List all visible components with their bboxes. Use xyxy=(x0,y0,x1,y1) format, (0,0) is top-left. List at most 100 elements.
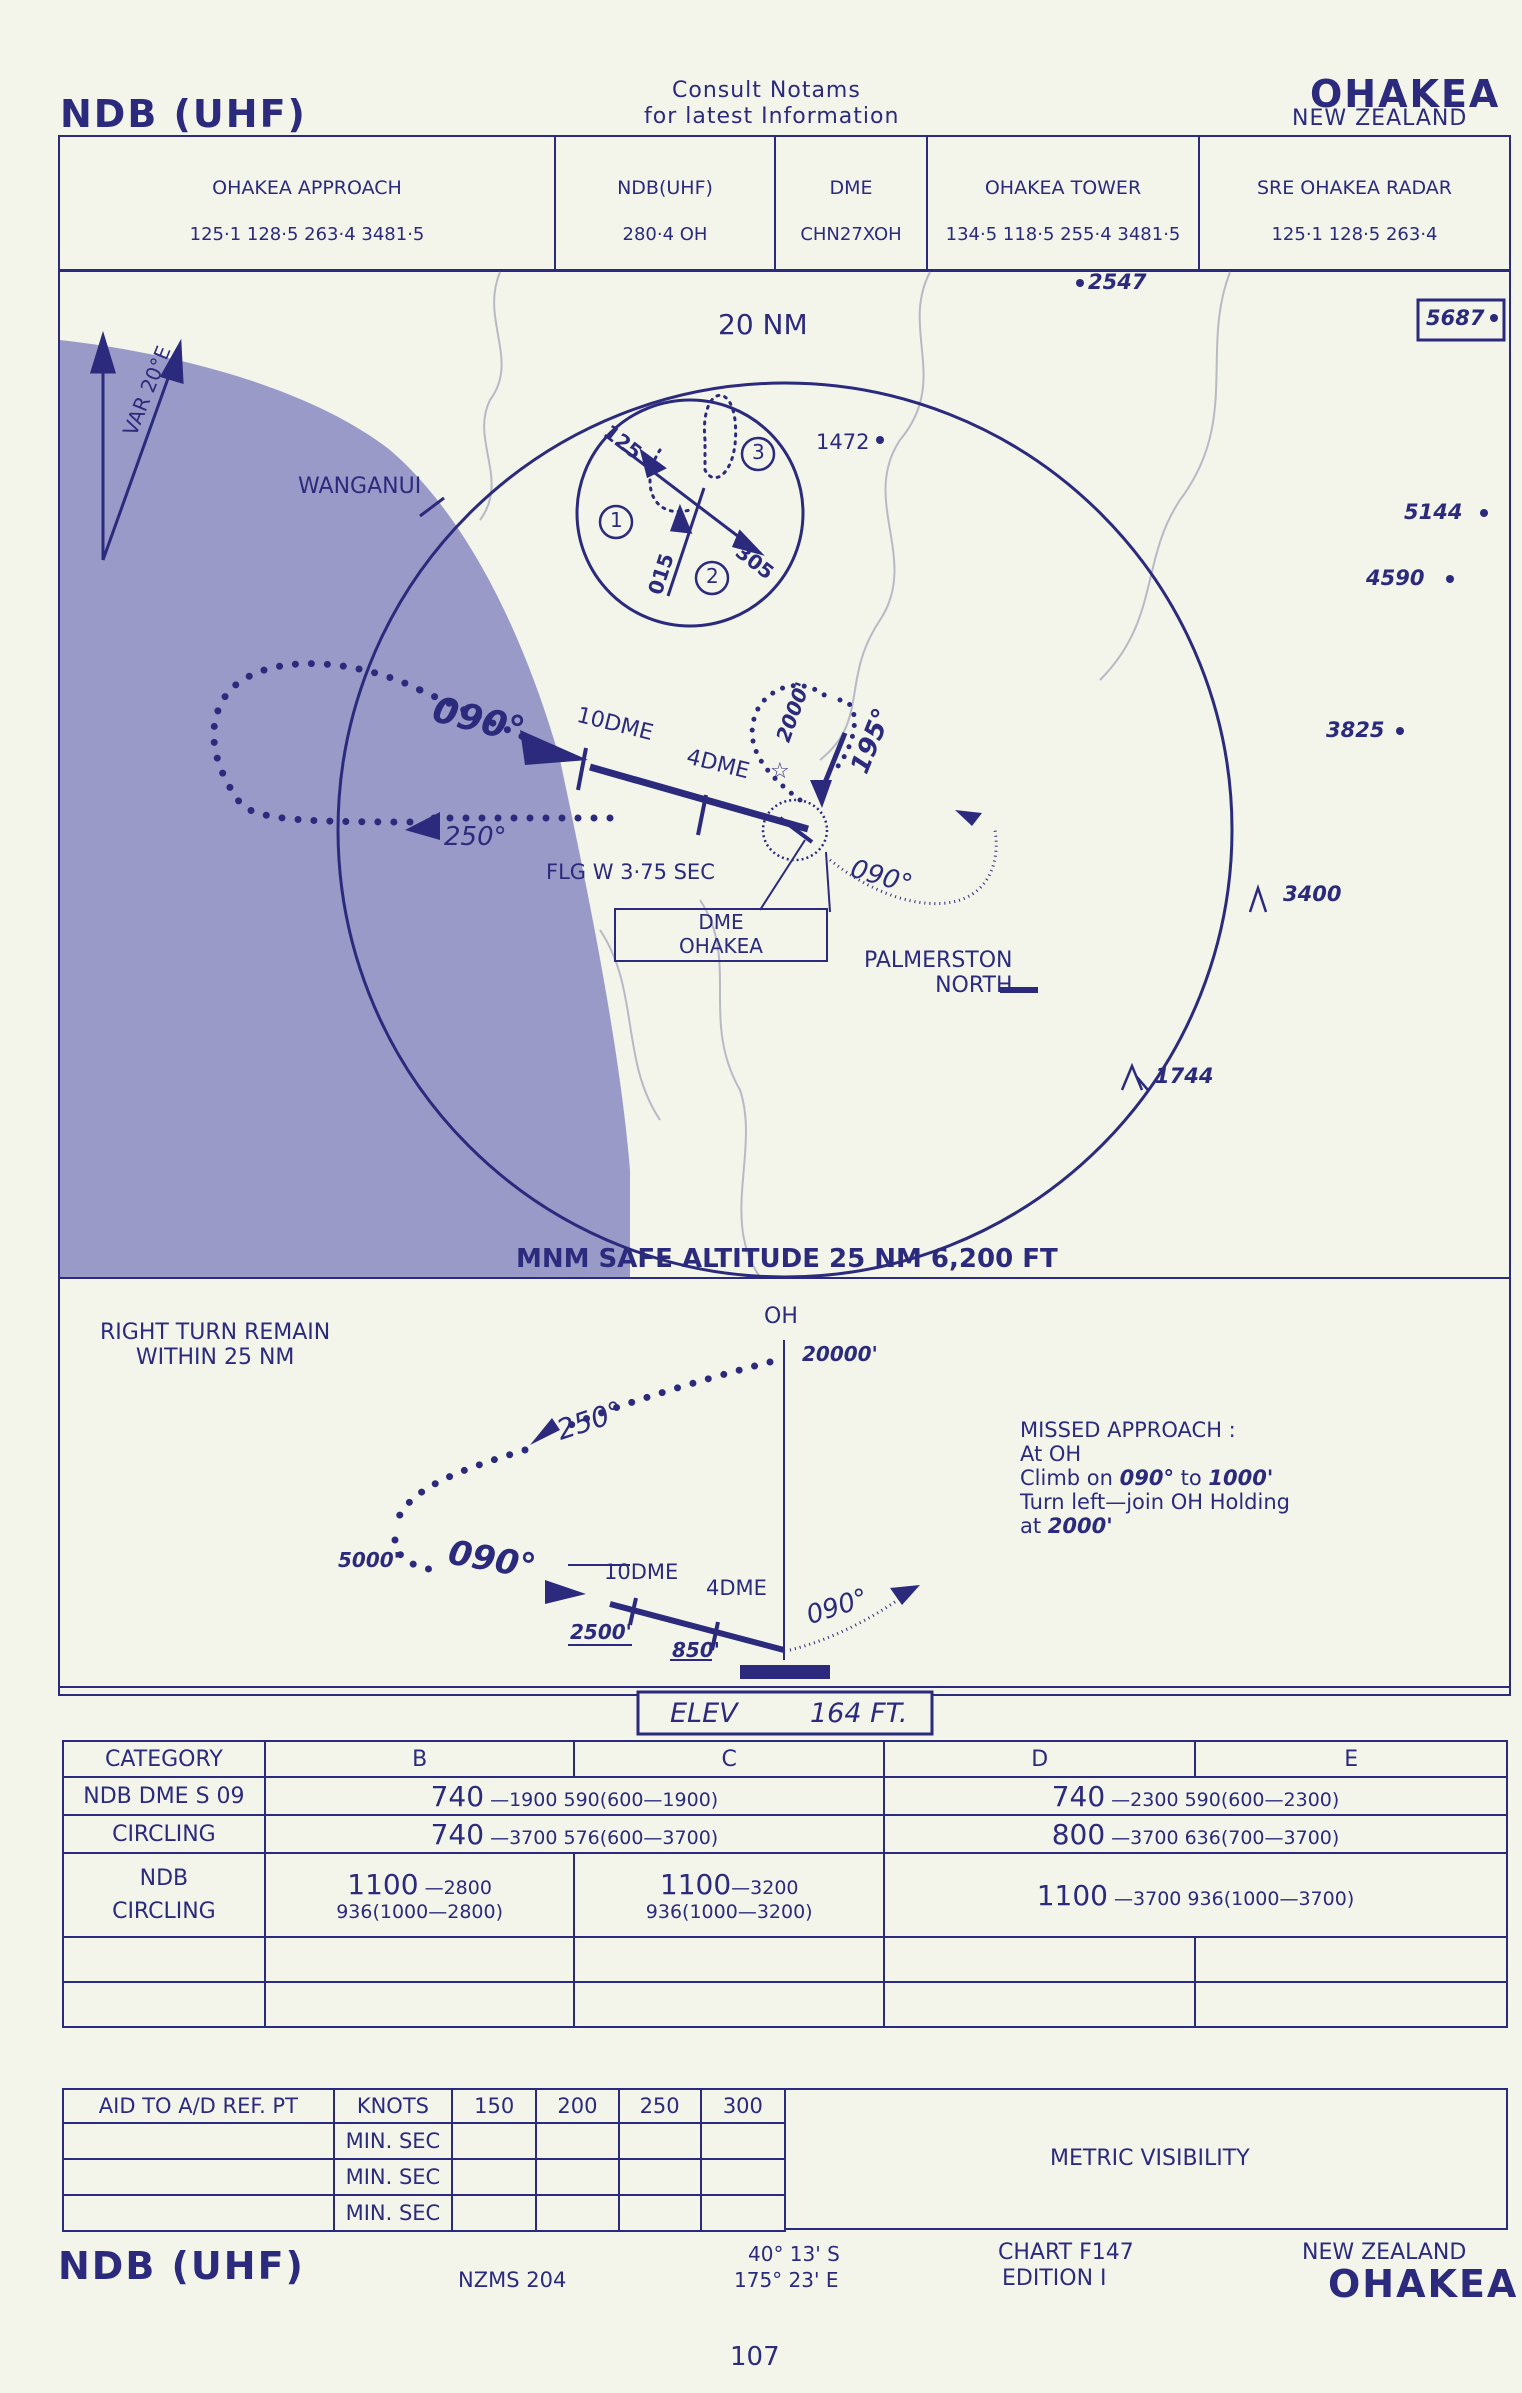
spot-5687: 5687 xyxy=(1426,306,1485,330)
holding-inset-tracks xyxy=(621,446,765,597)
obstacle-3400-icon xyxy=(1248,884,1268,913)
min-sec-2: MIN. SEC xyxy=(332,2158,454,2196)
profile-inbound-arrow xyxy=(545,1580,586,1604)
hold-entry-2 xyxy=(694,560,730,596)
metric-visibility-label: METRIC VISIBILITY xyxy=(1050,2146,1250,2171)
header-category: CATEGORY xyxy=(62,1740,266,1778)
row3-c-line2: 936(1000—3200) xyxy=(645,1900,813,1923)
highest-spot-box xyxy=(1416,298,1506,342)
ma-line2-a: Climb on xyxy=(1020,1466,1120,1490)
magnetic-variation-arrows xyxy=(89,330,184,561)
profile-turn-dots xyxy=(391,1446,529,1534)
row2-bc-small: —3700 576(600—3700) xyxy=(484,1826,719,1849)
elevation-value: 164 FT. xyxy=(810,1698,908,1729)
spot-height-4590-dot xyxy=(1446,575,1454,583)
row3-label1: NDB xyxy=(139,1866,189,1891)
ma-line4: at 2000' xyxy=(1020,1514,1290,1538)
speed-150: 150 xyxy=(451,2088,538,2124)
profile-dme4-tick xyxy=(710,1621,720,1651)
page-number: 107 xyxy=(730,2342,780,2372)
hold-entry-3 xyxy=(740,436,776,472)
sea-area xyxy=(60,340,630,1277)
header-c: C xyxy=(573,1740,885,1778)
outbound-course-label: 250° xyxy=(444,822,507,852)
dme-ohakea-box: DME OHAKEA xyxy=(614,908,828,962)
minima-row-ndb-dme: NDB DME S 09 740 —1900 590(600—1900) 740… xyxy=(62,1776,1509,1816)
freq-ndb-values: 280·4 OH xyxy=(622,224,708,245)
profile-dme4: 4DME xyxy=(706,1576,767,1600)
ndb-star-icon: ☆ xyxy=(770,759,790,784)
spot-2547: 2547 xyxy=(1088,270,1147,294)
footer-title-left: NDB (UHF) xyxy=(58,2244,305,2288)
freq-dme-values: CHN27XOH xyxy=(800,224,902,245)
dme-box-line2: OHAKEA xyxy=(679,934,763,958)
missed-approach-track xyxy=(829,829,998,906)
hold-entry-1 xyxy=(598,504,634,540)
profile-final-segment xyxy=(609,1601,785,1653)
oh-holding-track xyxy=(749,683,857,803)
ma-line2-d: 1000' xyxy=(1208,1466,1274,1490)
outbound-arrow xyxy=(405,812,440,840)
consult-notams-line2: for latest Information xyxy=(644,104,900,129)
spot-3825: 3825 xyxy=(1326,718,1385,742)
airport-symbol xyxy=(761,798,829,862)
row3-de-small: —3700 936(1000—3700) xyxy=(1108,1887,1355,1910)
ma-line3: Turn left—join OH Holding xyxy=(1020,1490,1290,1514)
terrain-lines xyxy=(479,271,1231,1278)
freq-radar-values: 125·1 128·5 263·4 xyxy=(1271,224,1438,245)
row2-bc-big: 740 xyxy=(430,1817,485,1851)
spot-height-3825-dot xyxy=(1396,727,1404,735)
row3-c-small: —3200 xyxy=(731,1876,799,1899)
freq-dme: DME CHN27XOH xyxy=(776,137,928,269)
minima-header-row: CATEGORY B C D E xyxy=(62,1740,1508,1778)
minima-empty-row-1 xyxy=(62,1936,1508,1983)
runway-profile-block xyxy=(740,1665,830,1679)
timing-row: MIN. SEC xyxy=(62,2194,787,2232)
minimum-safe-altitude: MNM SAFE ALTITUDE 25 NM 6,200 FT xyxy=(516,1244,1058,1274)
procedure-turn-track xyxy=(210,660,424,826)
country-subtitle: NEW ZEALAND xyxy=(1292,106,1468,131)
freq-tower-title: OHAKEA TOWER xyxy=(984,177,1142,199)
timing-row: MIN. SEC xyxy=(62,2122,787,2160)
freq-tower: OHAKEA TOWER 134·5 118·5 255·4 3481·5 xyxy=(928,137,1200,269)
header-b: B xyxy=(263,1740,576,1778)
freq-dme-title: DME xyxy=(829,177,873,199)
freq-approach-title: OHAKEA APPROACH xyxy=(212,177,402,199)
course-195-arrow xyxy=(810,780,832,808)
row3-c-big: 1100 xyxy=(659,1867,732,1901)
spot-height-5144-dot xyxy=(1480,509,1488,517)
timing-header-row: AID TO A/D REF. PT KNOTS 150 200 250 300 xyxy=(62,2088,787,2124)
hold-entry-3-label: 3 xyxy=(752,440,765,464)
dme-leader-2 xyxy=(759,839,806,911)
palmerston-north-label: PALMERSTON NORTH xyxy=(864,948,1013,998)
profile-dme10: 10DME xyxy=(604,1560,679,1584)
freq-radar: SRE OHAKEA RADAR 125·1 128·5 263·4 xyxy=(1200,137,1509,269)
row1-de-big: 740 xyxy=(1051,1779,1106,1813)
wanganui-label: WANGANUI xyxy=(298,474,422,499)
profile-alt-5000: 5000' xyxy=(338,1548,400,1572)
freq-ndb-title: NDB(UHF) xyxy=(617,177,713,199)
palmerston-line1: PALMERSTON xyxy=(864,948,1013,973)
profile-outbound-arrow xyxy=(530,1418,560,1445)
spot-4590: 4590 xyxy=(1366,566,1425,590)
aid-label: AID TO A/D REF. PT xyxy=(62,2088,335,2124)
row3-de: 1100 —3700 936(1000—3700) xyxy=(882,1852,1509,1938)
ma-line2-b: 090° xyxy=(1119,1466,1174,1490)
profile-dme10-tick xyxy=(628,1597,638,1626)
range-ring-20nm xyxy=(336,381,1234,1279)
timing-table: AID TO A/D REF. PT KNOTS 150 200 250 300… xyxy=(62,2088,787,2232)
missed-approach-note: MISSED APPROACH : At OH Climb on 090° to… xyxy=(1020,1418,1290,1538)
hold-entry-2-label: 2 xyxy=(706,564,719,588)
footer-title-right: OHAKEA xyxy=(1328,2262,1519,2306)
ma-line4-b: 2000' xyxy=(1047,1514,1113,1538)
profile-alt-20000: 20000' xyxy=(802,1342,878,1366)
chart-title-left: NDB (UHF) xyxy=(60,92,307,136)
footer-country: NEW ZEALAND xyxy=(1302,2240,1467,2265)
speed-300: 300 xyxy=(699,2088,787,2124)
row1-bc: 740 —1900 590(600—1900) xyxy=(263,1776,885,1816)
speed-200: 200 xyxy=(535,2088,620,2124)
profile-oh-label: OH xyxy=(764,1304,798,1329)
